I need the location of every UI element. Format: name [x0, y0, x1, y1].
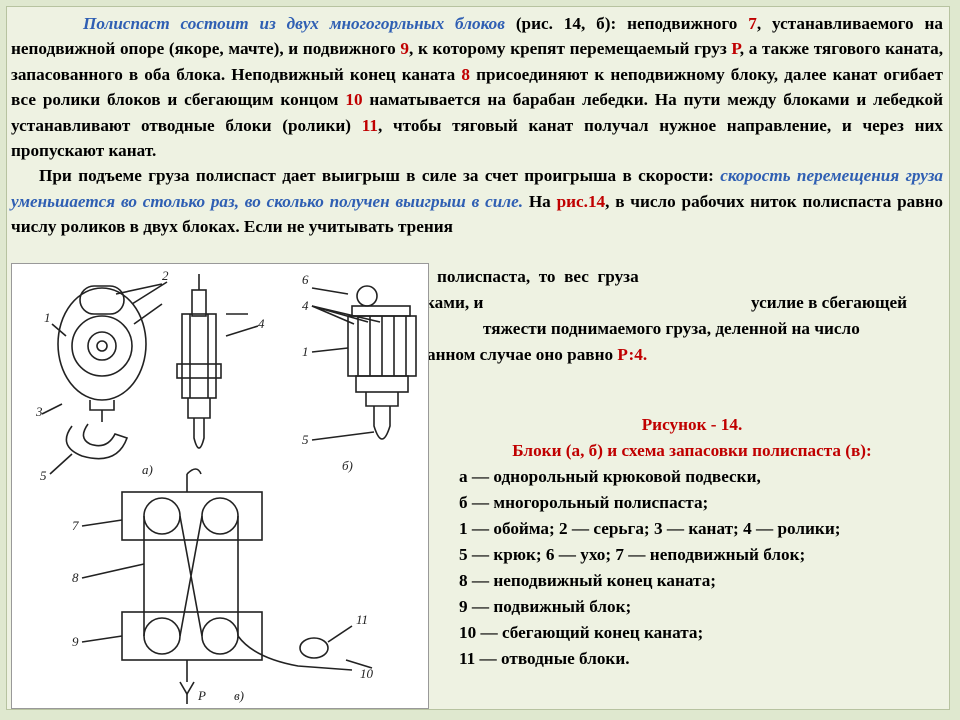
label-6: 6	[302, 272, 309, 287]
figure-drawing: 2 1 3 5 4 а) 6 4 1 5 б) 7 8 9 11 10 Р в)	[35, 268, 417, 704]
caption-item: 8 — неподвижный конец каната;	[459, 571, 717, 590]
caption-item: 10 — сбегающий конец каната;	[459, 623, 704, 642]
text-fragment-2: ками, и	[425, 293, 484, 312]
label-10: 10	[360, 666, 374, 681]
figure-caption: Рисунок - 14. Блоки (а, б) и схема запас…	[447, 412, 937, 672]
caption-item: б — многорольный полиспаста;	[459, 493, 709, 512]
multi-roller-block-b	[311, 285, 417, 441]
label-b: б)	[342, 458, 353, 473]
label-v: в)	[234, 688, 244, 703]
label-4b: 4	[302, 298, 309, 313]
text-fragment-1: полиспаста, то вес груза	[437, 267, 639, 286]
label-2: 2	[162, 268, 169, 283]
main-text: Полиспаст состоит из двух многогорльных …	[11, 11, 943, 240]
paragraph-2: При подъеме груза полиспаст дает выигрыш…	[11, 166, 943, 237]
label-1: 1	[44, 310, 51, 325]
label-11: 11	[356, 612, 368, 627]
side-block-a	[176, 274, 259, 449]
slide: Полиспаст состоит из двух многогорльных …	[6, 6, 950, 710]
caption-item: а — однорольный крюковой подвески,	[459, 467, 761, 486]
paragraph-1: Полиспаст состоит из двух многогорльных …	[11, 14, 944, 161]
label-8: 8	[72, 570, 79, 585]
figure-14: 2 1 3 5 4 а) 6 4 1 5 б) 7 8 9 11 10 Р в)	[11, 263, 429, 709]
label-1b: 1	[302, 344, 309, 359]
reeving-scheme-v	[81, 468, 373, 704]
figure-labels: 2 1 3 5 4 а) 6 4 1 5 б) 7 8 9 11 10 Р в)	[35, 268, 374, 703]
caption-title: Рисунок - 14.	[641, 415, 743, 434]
text-fragment-4: тяжести поднимаемого груза, деленной на …	[483, 319, 860, 338]
text-fragment-5: анном случае оно равно Р:4.	[427, 345, 648, 364]
label-a: а)	[142, 462, 153, 477]
label-9: 9	[72, 634, 79, 649]
caption-item: 9 — подвижный блок;	[459, 597, 632, 616]
text-fragment-3: усилие в сбегающей	[751, 293, 908, 312]
label-3: 3	[35, 404, 43, 419]
label-4: 4	[258, 316, 265, 331]
caption-item: 1 — обойма; 2 — серьга; 3 — канат; 4 — р…	[459, 519, 841, 538]
label-5b: 5	[302, 432, 309, 447]
label-5: 5	[40, 468, 47, 483]
caption-item: 5 — крюк; 6 — ухо; 7 — неподвижный блок;	[459, 545, 806, 564]
label-P: Р	[197, 688, 206, 703]
label-7: 7	[72, 518, 79, 533]
caption-subtitle: Блоки (а, б) и схема запасовки полиспаст…	[512, 441, 872, 460]
caption-item: 11 — отводные блоки.	[459, 649, 630, 668]
hook-block-a	[41, 281, 168, 475]
